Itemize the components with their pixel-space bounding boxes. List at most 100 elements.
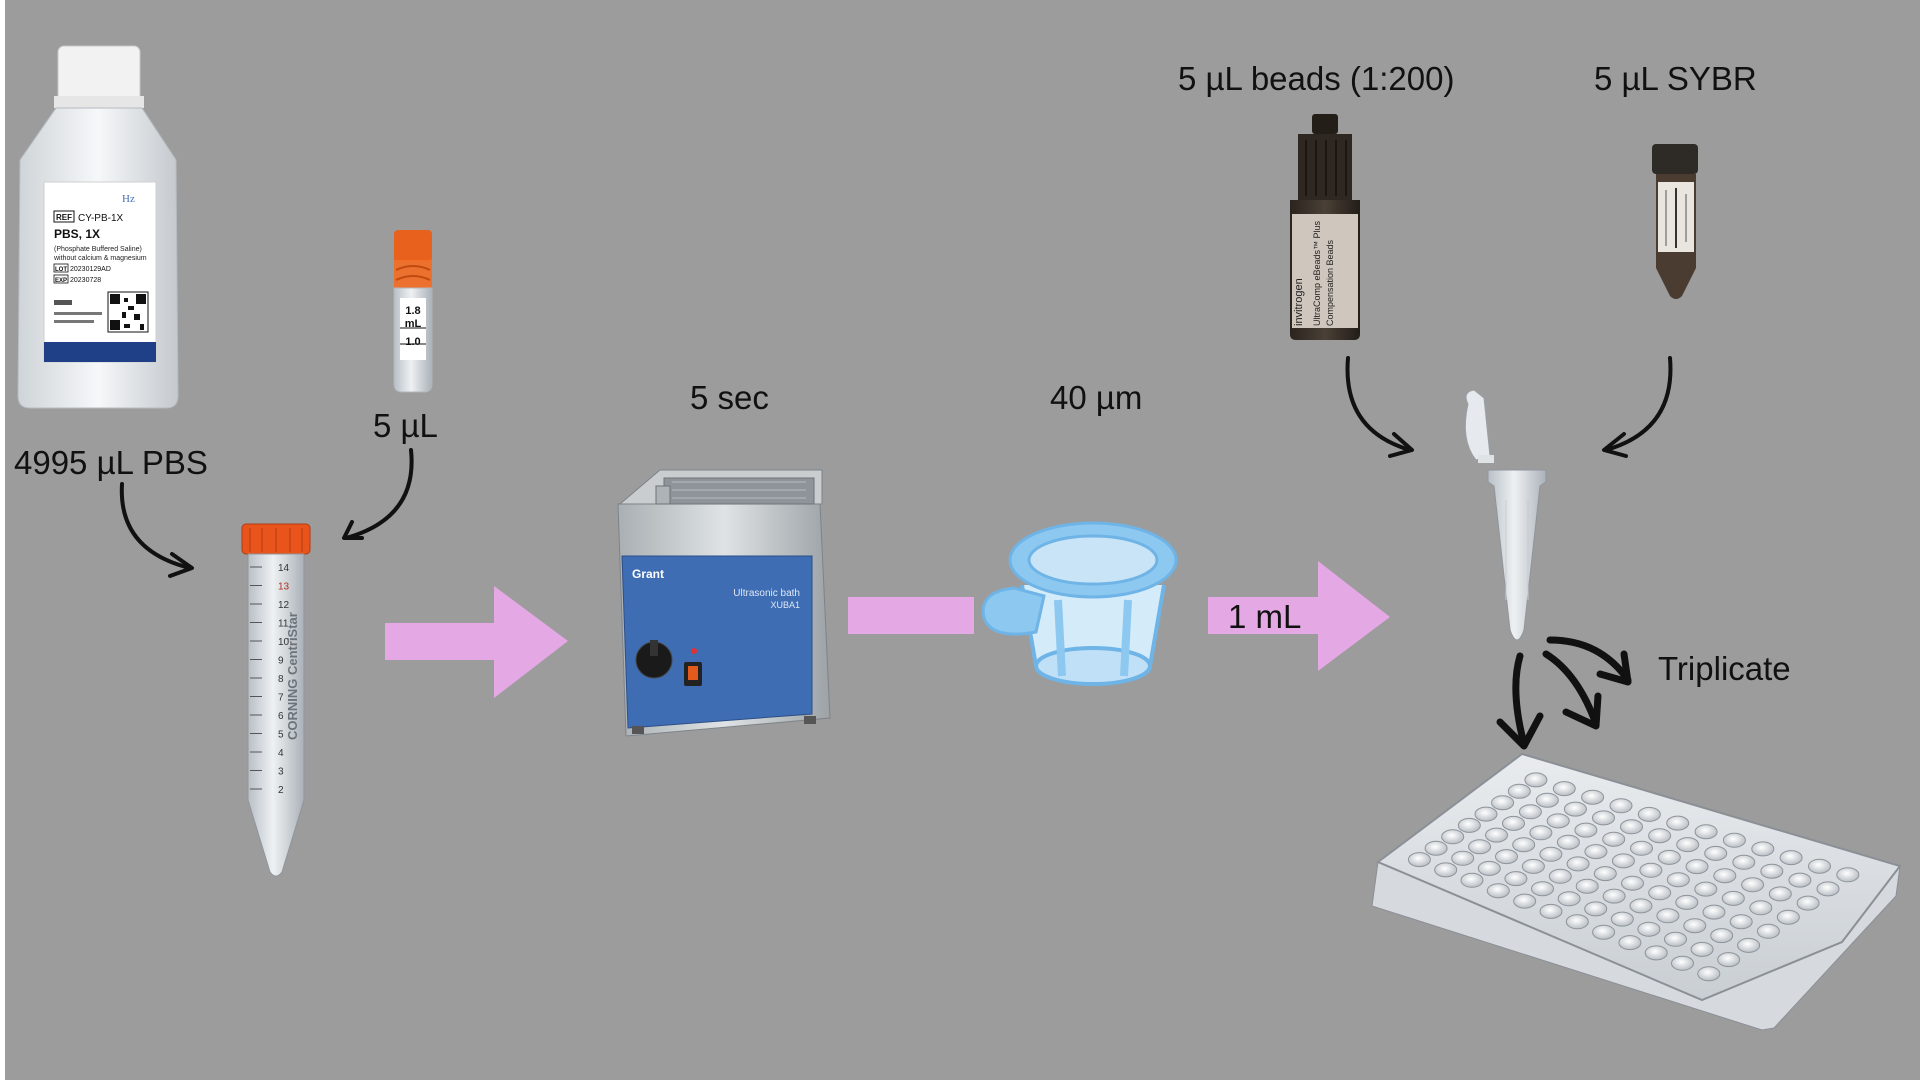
plate-well	[1656, 908, 1680, 924]
label-strainer-size: 40 µm	[1050, 379, 1143, 416]
plate-well	[1557, 891, 1581, 907]
plate-well	[1504, 871, 1528, 887]
falcon-brand: CORNING CentriStar	[285, 612, 300, 740]
graduation-label: 12	[278, 600, 290, 611]
plate-well	[1513, 893, 1537, 909]
plate-well	[1768, 886, 1792, 902]
label-lot-box: LOT	[55, 267, 67, 273]
plate-well	[1639, 862, 1663, 878]
plate-well	[1424, 840, 1448, 856]
plate-well	[1776, 909, 1800, 925]
plate-well	[1637, 921, 1661, 937]
label-product-name: PBS, 1X	[54, 227, 100, 241]
plate-well	[1621, 875, 1644, 891]
graduation-label: 13	[278, 582, 290, 593]
triplicate-arrow-1	[1512, 652, 1528, 748]
plate-well	[1531, 881, 1554, 897]
plate-well	[1441, 829, 1465, 845]
plate-well	[1808, 858, 1831, 874]
plate-well	[1518, 804, 1542, 820]
curved-arrow-pbs-head	[168, 552, 194, 578]
graduation-label: 9	[278, 656, 284, 667]
plate-well	[1563, 801, 1587, 817]
graduation-label: 6	[278, 711, 284, 722]
plate-well	[1683, 918, 1707, 934]
plate-well	[1457, 817, 1481, 833]
plate-well	[1648, 828, 1672, 844]
plate-well	[1548, 868, 1572, 884]
eppendorf-tube	[1464, 389, 1547, 641]
plate-well	[1529, 825, 1553, 841]
label-hz-logo: Hz	[122, 193, 135, 205]
label-sample-volume: 5 µL	[373, 407, 438, 444]
plate-well	[1694, 881, 1718, 897]
curved-arrows	[119, 356, 1673, 578]
plate-well	[1584, 901, 1608, 917]
plate-well	[1611, 853, 1635, 869]
plate-well	[1729, 914, 1753, 930]
plate-well	[1521, 858, 1545, 874]
label-beads: 5 µL beads (1:200)	[1178, 60, 1455, 97]
plate-well	[1666, 872, 1690, 888]
plate-well	[1697, 966, 1721, 982]
cryovial-mark-bottom: 1.0	[405, 336, 420, 348]
plate-well	[1836, 867, 1860, 883]
label-lot-value: 20230129AD	[70, 266, 111, 273]
curved-arrow-beads-head	[1388, 432, 1414, 458]
bath-title: Ultrasonic bath	[733, 588, 800, 599]
cryovial: 1.8 mL 1.0	[393, 230, 433, 393]
triplicate-arrows	[1496, 636, 1632, 750]
label-triplicate: Triplicate	[1658, 650, 1791, 687]
plate-well	[1574, 822, 1598, 838]
plate-well	[1602, 831, 1626, 847]
plate-well	[1539, 903, 1563, 919]
graduation-label: 5	[278, 730, 284, 741]
ultrasonic-bath: Grant Ultrasonic bath XUBA1	[617, 469, 831, 737]
cell-strainer	[981, 521, 1178, 686]
plate-well	[1756, 923, 1780, 939]
plate-well	[1407, 852, 1431, 868]
plate-well	[1666, 815, 1690, 831]
plate-well	[1644, 945, 1668, 961]
plate-well	[1477, 860, 1501, 876]
plate-well	[1565, 914, 1589, 930]
label-exp-box: EXP	[55, 278, 67, 284]
curved-arrow-sample-head	[342, 520, 364, 540]
plate-well	[1637, 806, 1661, 822]
plate-well	[1664, 931, 1687, 947]
label-pbs-volume: 4995 µL PBS	[14, 444, 208, 481]
plate-well	[1737, 937, 1761, 953]
plate-well	[1468, 839, 1492, 855]
graduation-label: 7	[278, 693, 284, 704]
curved-arrow-sybr-head	[1602, 432, 1628, 458]
plate-well	[1609, 798, 1633, 814]
plate-well	[1552, 781, 1576, 797]
plate-well	[1581, 789, 1605, 805]
plate-well	[1593, 866, 1617, 882]
graduation-label: 14	[278, 563, 290, 574]
plate-well	[1460, 872, 1484, 888]
graduation-label: 2	[278, 785, 284, 796]
curved-arrow-pbs	[119, 482, 192, 570]
falcon-tube: CORNING CentriStar	[241, 523, 311, 877]
bath-brand: Grant	[632, 567, 664, 581]
plate-well	[1721, 890, 1745, 906]
plate-well	[1629, 898, 1653, 914]
label-sybr: 5 µL SYBR	[1594, 60, 1757, 97]
plate-well	[1713, 868, 1737, 884]
plate-well	[1675, 894, 1699, 910]
plate-well	[1685, 859, 1709, 875]
triplicate-arrow-2	[1542, 650, 1600, 728]
cryovial-mark-top: 1.8	[405, 305, 420, 317]
pbs-bottle: Hz REF CY-PB-1X PBS, 1X (Phosphate Buffe…	[17, 45, 179, 409]
plate-well	[1620, 819, 1643, 835]
plate-well	[1779, 850, 1803, 866]
label-sonication-time: 5 sec	[690, 379, 769, 416]
plate-well	[1704, 845, 1728, 861]
label-exp-value: 20230728	[70, 277, 101, 284]
plate-wells	[1407, 772, 1860, 982]
beads-brand: invitrogen	[1293, 278, 1305, 326]
label-desc-2: without calcium & magnesium	[53, 255, 147, 262]
plate-well	[1474, 806, 1498, 822]
